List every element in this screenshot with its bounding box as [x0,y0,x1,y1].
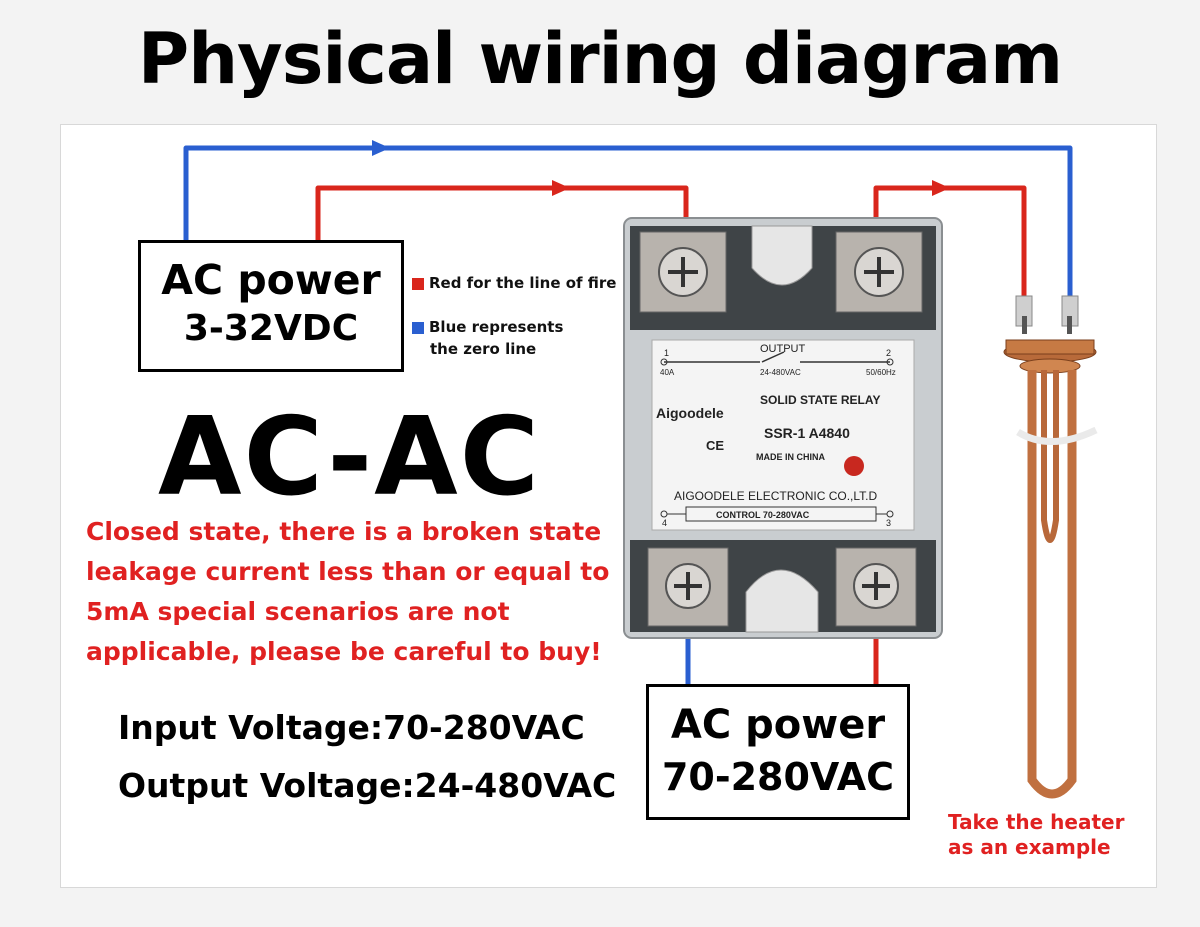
load-power-box: AC power 70-280VAC [646,684,910,820]
legend-blue-text-2: the zero line [430,340,537,358]
control-power-box: AC power 3-32VDC [138,240,404,372]
red-arrow-icon [552,180,570,196]
mode-label: AC-AC [158,395,541,520]
heater-note-line2: as an example [948,835,1111,859]
relay-control-label: CONTROL 70-280VAC [716,510,810,520]
blue-neutral-wire-control [183,145,1073,300]
terminal-2-screw-icon [835,231,923,313]
relay-output-voltage-label: 24-480VAC [760,368,801,377]
legend-blue: Blue represents the zero line [412,316,563,360]
heater-element-icon [1003,295,1098,799]
relay-output-label: OUTPUT [760,343,806,355]
load-power-voltage: 70-280VAC [661,755,895,799]
page-title: Physical wiring diagram [137,18,1063,100]
input-voltage-spec: Input Voltage:70-280VAC [118,708,585,747]
warning-text: Closed state, there is a broken state le… [86,517,610,666]
terminal-3-screw-icon [835,547,917,627]
terminal-4-screw-icon [647,547,729,627]
red-arrow-icon [932,180,950,196]
terminal-1-screw-icon [639,231,727,313]
output-voltage-spec: Output Voltage:24-480VAC [118,766,617,805]
heater-note-line1: Take the heater [948,810,1125,834]
blue-arrow-icon [372,140,390,156]
legend-blue-text-1: Blue represents [429,318,564,336]
relay-current-label: 40A [660,368,675,377]
relay-type-label: SOLID STATE RELAY [760,393,880,407]
relay-terminal-2-label: 2 [886,348,891,358]
red-swatch-icon [412,277,424,290]
relay-ce-mark: CE [706,438,724,453]
relay-terminal-3-label: 3 [886,518,891,528]
legend-red: Red for the line of fire [412,272,616,294]
relay-frequency-label: 50/60Hz [866,368,896,377]
relay-terminal-1-label: 1 [664,348,669,358]
control-power-voltage: 3-32VDC [183,308,359,349]
relay-brand-label: Aigoodele [656,405,724,421]
blue-swatch-icon [412,321,424,334]
relay-terminal-4-label: 4 [662,518,667,528]
control-power-label: AC power [161,256,381,304]
relay-origin-label: MADE IN CHINA [756,452,825,462]
legend-red-text: Red for the line of fire [429,274,617,292]
heater-note: Take the heater as an example [948,810,1124,860]
solid-state-relay [623,217,943,639]
load-power-label: AC power [670,702,886,748]
relay-model-label: SSR-1 A4840 [764,425,850,441]
relay-company-label: AIGOODELE ELECTRONIC CO.,LT.D [674,489,877,503]
